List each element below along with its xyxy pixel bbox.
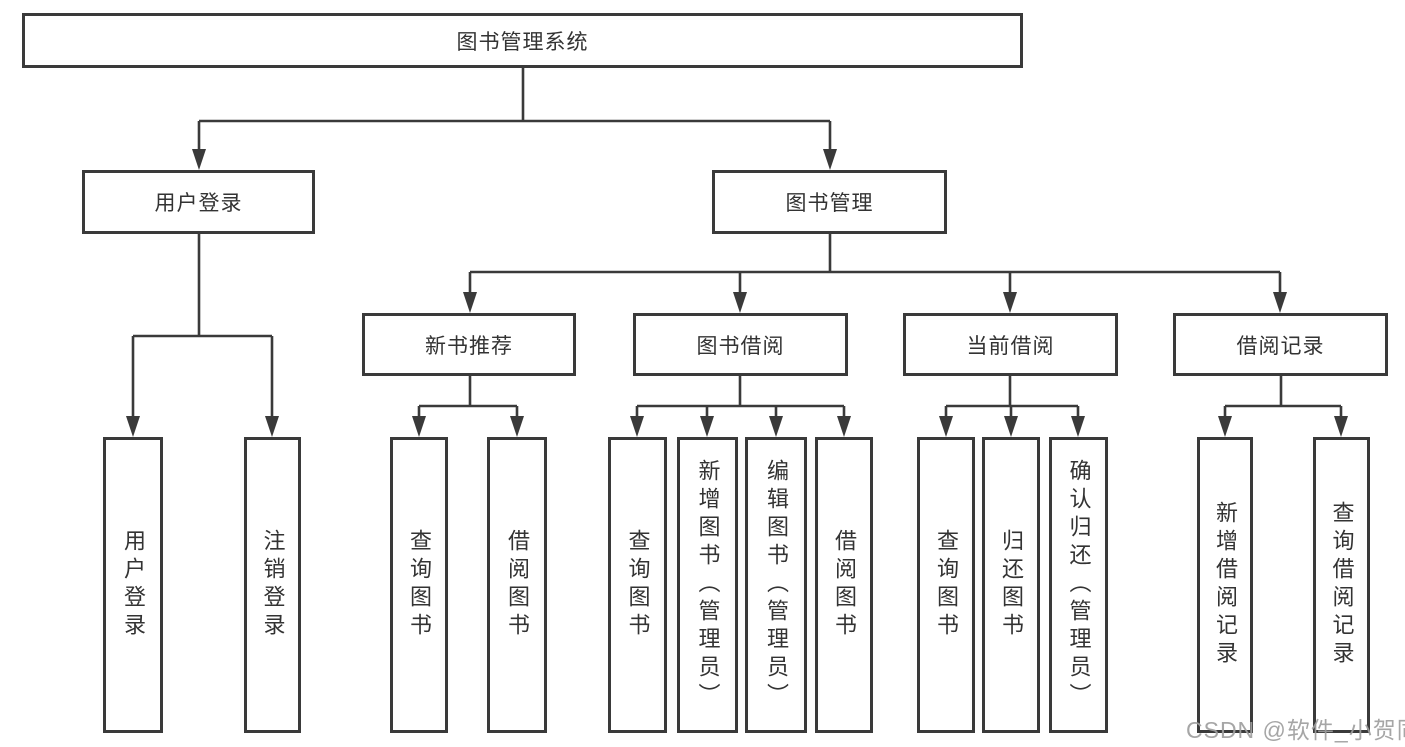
leaf-borrow-books-recommend: 借阅图书 bbox=[487, 437, 547, 733]
node-library-management-system: 图书管理系统 bbox=[22, 13, 1023, 68]
leaf-add-borrow-record: 新增借阅记录 bbox=[1197, 437, 1253, 733]
leaf-label: 确认归还（管理员） bbox=[1066, 459, 1092, 711]
leaf-label: 用户登录 bbox=[121, 529, 146, 641]
leaf-label: 借阅图书 bbox=[832, 529, 857, 641]
leaf-label: 新增图书（管理员） bbox=[695, 459, 721, 711]
leaf-add-books-admin: 新增图书（管理员） bbox=[677, 437, 738, 733]
leaf-label: 注销登录 bbox=[260, 529, 286, 641]
leaf-logout: 注销登录 bbox=[244, 437, 301, 733]
node-borrow-record: 借阅记录 bbox=[1173, 313, 1388, 376]
node-new-book-recommend: 新书推荐 bbox=[362, 313, 576, 376]
leaf-query-books-borrow: 查询图书 bbox=[608, 437, 667, 733]
leaf-label: 查询图书 bbox=[407, 529, 432, 641]
node-user-login: 用户登录 bbox=[82, 170, 315, 234]
leaf-label: 查询借阅记录 bbox=[1329, 501, 1355, 669]
leaf-query-books-recommend: 查询图书 bbox=[390, 437, 448, 733]
leaf-confirm-return-admin: 确认归还（管理员） bbox=[1049, 437, 1108, 733]
leaf-label: 归还图书 bbox=[999, 529, 1024, 641]
node-book-management: 图书管理 bbox=[712, 170, 947, 234]
node-current-borrow: 当前借阅 bbox=[903, 313, 1118, 376]
leaf-label: 编辑图书（管理员） bbox=[764, 459, 789, 711]
leaf-user-login: 用户登录 bbox=[103, 437, 163, 733]
leaf-label: 借阅图书 bbox=[505, 529, 530, 641]
leaf-label: 查询图书 bbox=[625, 529, 651, 641]
watermark: CSDN @软件_小贺同学 bbox=[1186, 717, 1405, 743]
leaf-label: 查询图书 bbox=[934, 529, 959, 641]
node-book-borrow: 图书借阅 bbox=[633, 313, 848, 376]
leaf-borrow-books: 借阅图书 bbox=[815, 437, 873, 733]
leaf-query-books-current: 查询图书 bbox=[917, 437, 975, 733]
leaf-edit-books-admin: 编辑图书（管理员） bbox=[745, 437, 807, 733]
leaf-query-borrow-record: 查询借阅记录 bbox=[1313, 437, 1370, 733]
leaf-label: 新增借阅记录 bbox=[1213, 501, 1238, 669]
leaf-return-books: 归还图书 bbox=[982, 437, 1040, 733]
